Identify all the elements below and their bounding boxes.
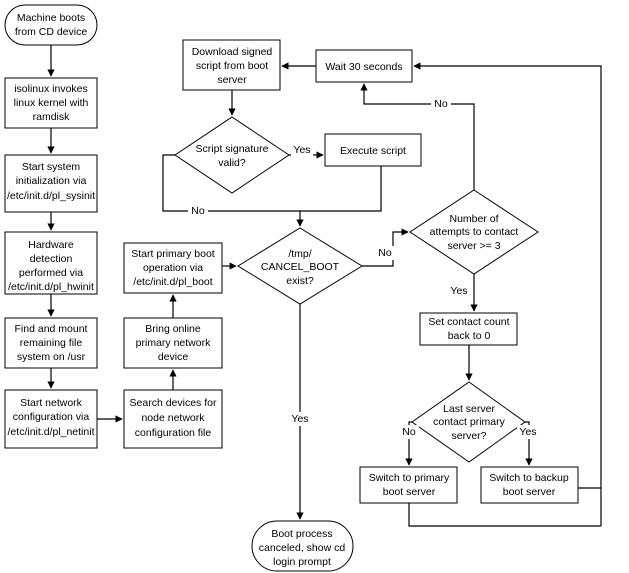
node-switch-backup-line-1: boot server bbox=[503, 486, 556, 498]
node-bring-online[interactable]: Bring online primary network device bbox=[123, 317, 223, 369]
node-wait-30-seconds-label: Wait 30 seconds bbox=[325, 61, 402, 73]
node-netinit[interactable]: Start network configuration via /etc/ini… bbox=[4, 389, 98, 449]
node-boot-canceled[interactable]: Boot process canceled, show cd login pro… bbox=[251, 520, 354, 572]
edge-label-attempts-yes: Yes bbox=[450, 285, 467, 297]
node-hwinit-line-1: detection bbox=[30, 253, 73, 265]
node-hwinit-line-2: performed via bbox=[19, 267, 83, 279]
node-last-server-primary-line-2: server? bbox=[451, 430, 486, 442]
node-hwinit-line-3: /etc/init.d/pl_hwinit bbox=[8, 281, 94, 293]
node-last-server-primary-line-0: Last server bbox=[443, 403, 495, 415]
node-search-devices-line-1: node network bbox=[141, 412, 205, 424]
node-cancel-boot-exists-line-1: CANCEL_BOOT bbox=[261, 261, 340, 273]
node-attempts-threshold-line-0: Number of bbox=[449, 213, 498, 225]
node-isolinux-line-0: isolinux invokes bbox=[14, 83, 88, 95]
edge-sigvalid-no bbox=[162, 154, 300, 212]
node-script-signature-valid[interactable]: Script signature valid? bbox=[174, 116, 290, 194]
edge-switchprimary-to-returnbus bbox=[408, 503, 601, 527]
node-bring-online-line-2: device bbox=[158, 351, 189, 363]
node-script-signature-valid-line-0: Script signature bbox=[196, 143, 269, 155]
node-machine-boots-line-1: from CD device bbox=[15, 26, 88, 38]
edge-returnbus-to-wait bbox=[413, 62, 602, 526]
node-search-devices-line-0: Search devices for bbox=[130, 397, 217, 409]
node-download-script-line-1: script from boot bbox=[196, 60, 268, 72]
edge-labels: Yes No No Yes No Yes No Yes bbox=[188, 97, 539, 439]
edge-execute-to-cancelboot bbox=[296, 166, 382, 227]
node-machine-boots-line-0: Machine boots bbox=[17, 12, 85, 24]
node-set-contact-count[interactable]: Set contact count back to 0 bbox=[419, 312, 518, 346]
node-last-server-primary[interactable]: Last server contact primary server? bbox=[411, 381, 526, 463]
node-download-script-line-0: Download signed bbox=[192, 46, 273, 58]
node-switch-primary-line-1: boot server bbox=[383, 486, 436, 498]
node-execute-script-label: Execute script bbox=[340, 145, 406, 157]
node-hwinit[interactable]: Hardware detection performed via /etc/in… bbox=[4, 231, 98, 295]
edge-lastserver-yes-to-backup bbox=[525, 421, 533, 466]
edge-label-cancelboot-no: No bbox=[378, 247, 392, 259]
node-hwinit-line-0: Hardware bbox=[28, 239, 74, 251]
node-download-script-line-2: server bbox=[217, 74, 247, 86]
node-search-devices[interactable]: Search devices for node network configur… bbox=[123, 389, 223, 449]
node-pl-boot-line-0: Start primary boot bbox=[131, 248, 215, 260]
edge-label-attempts-no: No bbox=[434, 98, 448, 110]
nodes: Machine boots from CD device isolinux in… bbox=[4, 4, 579, 572]
node-switch-backup-line-0: Switch to backup bbox=[489, 472, 569, 484]
edge-label-cancelboot-yes: Yes bbox=[291, 413, 308, 425]
node-cancel-boot-exists-line-2: exist? bbox=[286, 275, 314, 287]
node-find-mount[interactable]: Find and mount remaining file system on … bbox=[4, 317, 98, 369]
node-find-mount-line-2: system on /usr bbox=[17, 351, 86, 363]
node-isolinux-line-2: ramdisk bbox=[33, 111, 71, 123]
node-boot-canceled-line-0: Boot process bbox=[271, 528, 332, 540]
node-sysinit-line-1: initialization via bbox=[16, 175, 87, 187]
node-switch-primary-line-0: Switch to primary bbox=[369, 472, 450, 484]
edge-label-lastserver-no: No bbox=[402, 426, 416, 438]
node-attempts-threshold[interactable]: Number of attempts to contact server >= … bbox=[409, 189, 539, 275]
edge-lastserver-no-to-primary bbox=[405, 421, 413, 466]
node-attempts-threshold-line-1: attempts to contact bbox=[430, 226, 519, 238]
node-bring-online-line-0: Bring online bbox=[145, 323, 201, 335]
node-set-contact-count-line-1: back to 0 bbox=[448, 330, 491, 342]
node-bring-online-line-1: primary network bbox=[136, 337, 211, 349]
node-boot-canceled-line-1: canceled, show cd bbox=[259, 542, 346, 554]
node-machine-boots[interactable]: Machine boots from CD device bbox=[4, 4, 98, 46]
node-cancel-boot-exists-line-0: /tmp/ bbox=[288, 248, 311, 260]
node-find-mount-line-0: Find and mount bbox=[15, 323, 88, 335]
edge-label-signature-yes: Yes bbox=[293, 144, 310, 156]
edge-label-lastserver-yes: Yes bbox=[519, 426, 536, 438]
node-netinit-line-2: /etc/init.d/pl_netinit bbox=[8, 426, 95, 438]
node-pl-boot-line-1: operation via bbox=[143, 262, 203, 274]
node-execute-script[interactable]: Execute script bbox=[324, 133, 422, 167]
node-find-mount-line-1: remaining file bbox=[20, 337, 83, 349]
node-sysinit[interactable]: Start system initialization via /etc/ini… bbox=[4, 154, 98, 213]
node-switch-primary[interactable]: Switch to primary boot server bbox=[359, 466, 458, 504]
node-isolinux-line-1: linux kernel with bbox=[14, 97, 89, 109]
node-sysinit-line-2: /etc/init.d/pl_sysinit bbox=[7, 190, 95, 202]
node-search-devices-line-2: configuration file bbox=[135, 427, 212, 439]
node-script-signature-valid-line-1: valid? bbox=[218, 157, 246, 169]
edge-attempts-no-to-wait bbox=[360, 83, 475, 190]
node-pl-boot-line-2: /etc/init.d/pl_boot bbox=[133, 276, 212, 288]
edge-label-signature-no: No bbox=[191, 205, 205, 217]
node-last-server-primary-line-1: contact primary bbox=[433, 416, 506, 428]
node-isolinux[interactable]: isolinux invokes linux kernel with ramdi… bbox=[4, 77, 98, 129]
node-wait-30-seconds[interactable]: Wait 30 seconds bbox=[315, 49, 413, 83]
node-set-contact-count-line-0: Set contact count bbox=[428, 316, 509, 328]
node-netinit-line-1: configuration via bbox=[13, 411, 90, 423]
node-download-script[interactable]: Download signed script from boot server bbox=[182, 39, 281, 91]
node-attempts-threshold-line-2: server >= 3 bbox=[447, 240, 500, 252]
node-sysinit-line-0: Start system bbox=[22, 161, 81, 173]
node-netinit-line-0: Start network bbox=[20, 397, 83, 409]
node-pl-boot[interactable]: Start primary boot operation via /etc/in… bbox=[123, 242, 223, 294]
node-switch-backup[interactable]: Switch to backup boot server bbox=[480, 466, 579, 504]
node-cancel-boot-exists[interactable]: /tmp/ CANCEL_BOOT exist? bbox=[237, 227, 363, 305]
node-boot-canceled-line-2: login prompt bbox=[273, 556, 331, 568]
